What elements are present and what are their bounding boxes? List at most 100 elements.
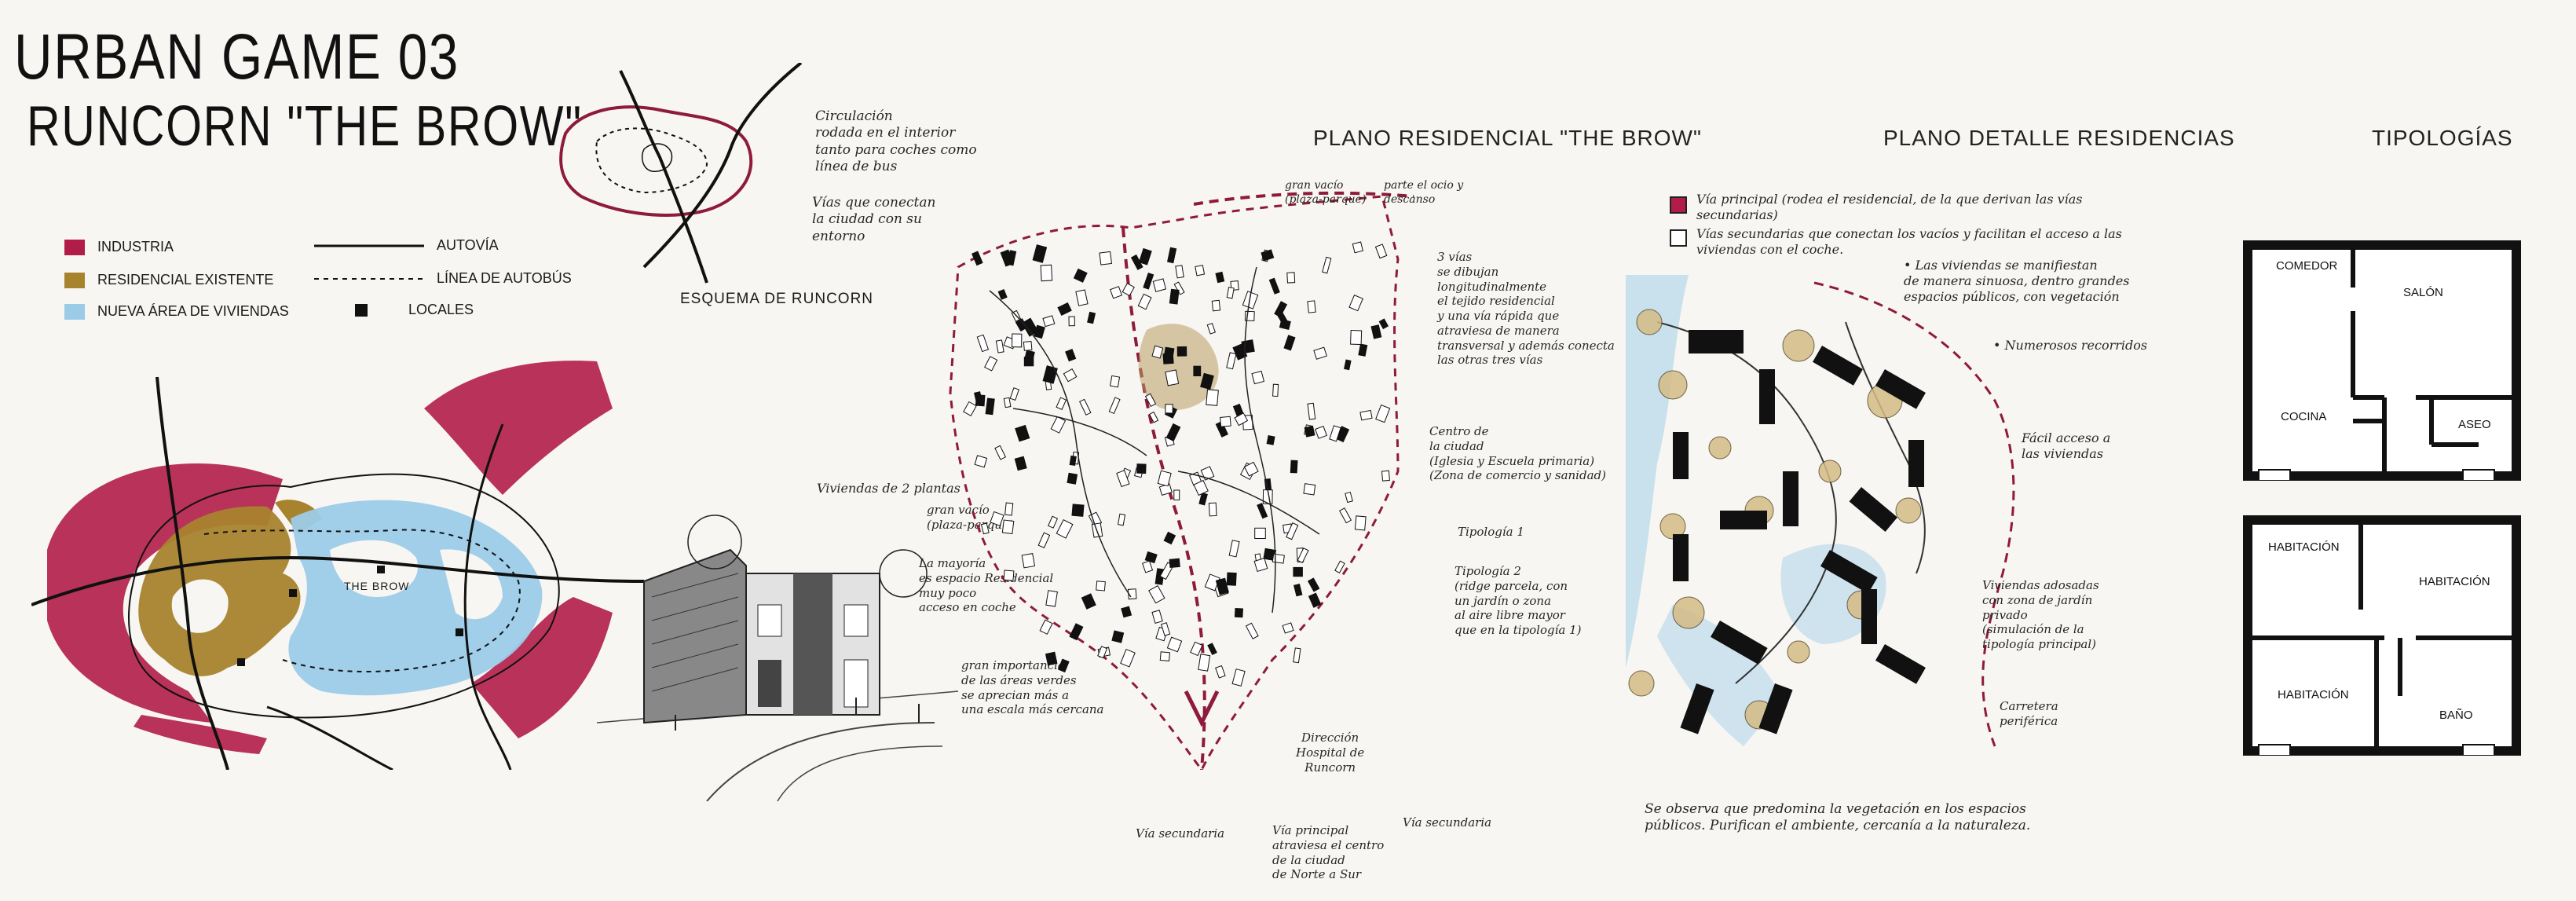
note-facil-acceso: Fácil acceso a las viviendas [2022, 430, 2111, 461]
house-block [980, 522, 990, 535]
room-habitacion-1: HABITACIÓN [2268, 540, 2340, 554]
house-block [1037, 532, 1051, 548]
house-block [1200, 372, 1214, 390]
house-block [1023, 350, 1035, 363]
legend-locales: LOCALES [355, 302, 474, 318]
house-block [1220, 416, 1231, 427]
detalle-bullet2: • Numerosos recorridos [1993, 338, 2148, 353]
house-block [1137, 293, 1152, 310]
detalle-legend-principal: Vía principal (rodea el residencial, de … [1696, 192, 2083, 222]
house-block [1048, 515, 1059, 529]
esquema-diagram [559, 63, 803, 284]
house-block [1165, 423, 1181, 442]
house-block [1315, 425, 1327, 439]
house-block [1226, 287, 1235, 299]
house-block [1359, 409, 1373, 421]
house-block [1354, 515, 1367, 531]
residencial-swatch [64, 272, 85, 288]
house-block [1257, 503, 1268, 519]
via-principal [1122, 227, 1206, 770]
house-block [1266, 435, 1275, 445]
house-block [1039, 619, 1053, 635]
house-block [1352, 241, 1363, 254]
bus-line [203, 529, 521, 672]
house-block [1081, 593, 1096, 610]
house-block [1215, 665, 1226, 679]
house-block [1099, 251, 1112, 266]
house-block [1108, 397, 1121, 415]
house-block [1272, 383, 1279, 397]
legend-bus: LÍNEA DE AUTOBÚS [314, 270, 572, 287]
house-block [1849, 487, 1897, 532]
house-block [1042, 365, 1058, 384]
industria-zone [471, 597, 613, 738]
house-block [1136, 463, 1147, 474]
house-block [1243, 461, 1259, 477]
house-block [1908, 440, 1924, 487]
house-block [1117, 513, 1126, 526]
house-block [1122, 283, 1135, 297]
house-block [1120, 648, 1136, 668]
house-block [1290, 460, 1298, 474]
local-marker [289, 589, 297, 597]
connector-road [642, 63, 803, 269]
house-block [1375, 404, 1391, 423]
house-blocks [1673, 330, 1926, 734]
house-block [1198, 654, 1211, 672]
house-block [1190, 641, 1203, 657]
house-block [1160, 622, 1171, 636]
road-curve [777, 745, 943, 801]
house-block [1042, 315, 1056, 328]
house-block [974, 455, 988, 468]
house-block [1069, 455, 1077, 467]
legend-industria: INDUSTRIA [64, 239, 174, 255]
house-block [1234, 412, 1249, 427]
via-principal-swatch [1670, 196, 1687, 214]
house-block [1307, 577, 1320, 592]
autovia-line [463, 423, 512, 770]
house-block [1253, 557, 1268, 573]
road-curve [706, 722, 935, 801]
house-block [1344, 359, 1352, 371]
house-block [1283, 335, 1296, 351]
house-block [985, 397, 995, 416]
plano-detalle-title: PLANO DETALLE RESIDENCIAS [1883, 126, 2235, 150]
square-icon [355, 303, 368, 317]
note-adosadas: Viviendas adosadas con zona de jardín pr… [1982, 578, 2099, 651]
industria-zone [424, 361, 613, 495]
house-block [1322, 256, 1332, 274]
house-block [1073, 268, 1088, 283]
house-block [1173, 281, 1185, 295]
house-block [1350, 329, 1363, 346]
house-block [1348, 295, 1363, 312]
house-block [1374, 244, 1388, 259]
note-vegetacion: Se observa que predomina la vegetación e… [1645, 801, 2031, 834]
house-block [1207, 643, 1217, 656]
house-block [1169, 558, 1180, 569]
house-block [1143, 272, 1154, 290]
house-block [1162, 353, 1174, 364]
house-block [1166, 636, 1183, 653]
house-block [1056, 519, 1074, 539]
house-block [1193, 365, 1202, 376]
building-recess [793, 573, 832, 715]
house-block [1111, 630, 1125, 643]
house-block [1226, 352, 1237, 370]
note-top-ocio: parte el ocio y descanso [1384, 179, 1464, 206]
house-block [1759, 369, 1775, 424]
house-block [1242, 291, 1259, 309]
house-block [1040, 264, 1053, 282]
house-block [1116, 470, 1130, 488]
house-block [1673, 534, 1689, 581]
house-block [1689, 330, 1744, 353]
house-block [1293, 566, 1303, 577]
house-block [1720, 511, 1767, 529]
house-block [1007, 250, 1017, 266]
plano-detalle-map [1626, 275, 2015, 747]
house-block [1087, 311, 1096, 324]
note-centro: Centro de la ciudad (Iglesia y Escuela p… [1429, 424, 1606, 483]
house-block [1069, 623, 1084, 641]
industria-swatch [64, 239, 85, 255]
note-direccion: Dirección Hospital de Runcorn [1296, 731, 1365, 775]
local-marker [456, 628, 463, 636]
